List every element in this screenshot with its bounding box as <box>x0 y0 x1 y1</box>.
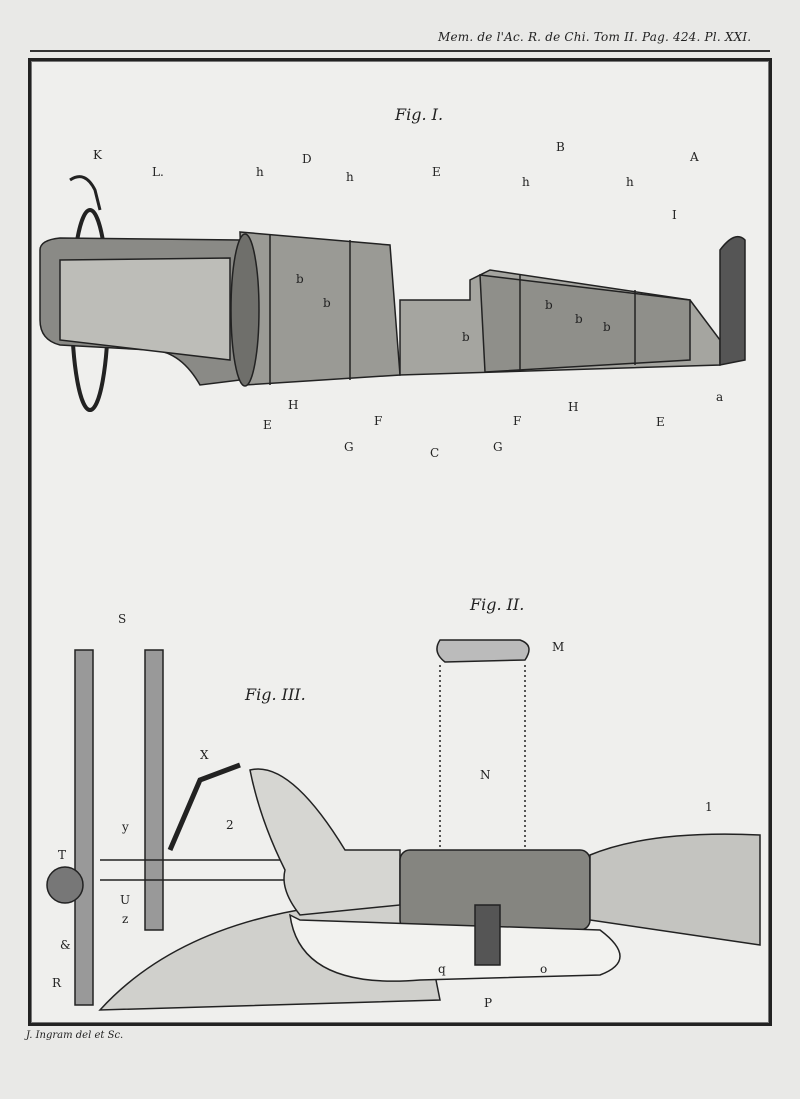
fig1-title: Fig. I. <box>395 105 444 124</box>
fig3-label: X <box>200 748 209 762</box>
fig1-label: D <box>302 152 312 166</box>
fig2-label: N <box>480 768 491 782</box>
fig2-bone <box>436 639 530 860</box>
fig3-label: 2 <box>226 818 234 832</box>
fig3-label: 1 <box>705 800 713 814</box>
fig2-title: Fig. II. <box>470 595 525 614</box>
fig3-label: R <box>52 976 62 990</box>
fig1-label: E <box>432 165 441 179</box>
fig1-label: h <box>626 175 634 189</box>
fig1-label: F <box>374 414 383 428</box>
fig1-label: B <box>556 140 565 154</box>
header-rule <box>30 50 770 52</box>
fig1-label: H <box>288 398 299 412</box>
fig1-label: b <box>545 298 553 312</box>
fig1-label: b <box>603 320 611 334</box>
fig1-label: b <box>296 272 304 286</box>
fig1-label: b <box>462 330 470 344</box>
fig3-label: o <box>540 962 548 976</box>
fig1-label: G <box>344 440 354 454</box>
fig1-label: b <box>575 312 583 326</box>
fig1-label: F <box>513 414 522 428</box>
fig3-label: q <box>438 962 446 976</box>
fig3-label: z <box>122 912 129 926</box>
fig1-label: H <box>568 400 579 414</box>
fig3-label: T <box>58 848 67 862</box>
engraver-signature: J. Ingram del et Sc. <box>26 1030 124 1041</box>
fig1-label: h <box>256 165 264 179</box>
fig1-label: L. <box>152 165 164 179</box>
fig2-label: M <box>552 640 565 654</box>
fig1-label: E <box>263 418 272 432</box>
plate-header: Mem. de l'Ac. R. de Chi. Tom II. Pag. 42… <box>438 30 752 44</box>
fig1-label: E <box>656 415 665 429</box>
fig1-label: h <box>522 175 530 189</box>
fig3-apparatus <box>46 649 761 1011</box>
fig1-label: C <box>430 446 440 460</box>
fig3-label: y <box>122 820 129 834</box>
fig1-label: K <box>93 148 102 162</box>
fig1-label: h <box>346 170 354 184</box>
fig3-label: U <box>120 893 131 907</box>
fig1-label: G <box>493 440 503 454</box>
fig1-label: A <box>690 150 699 164</box>
fig3-label: & <box>60 938 71 952</box>
fig1-label: a <box>716 390 724 404</box>
fig3-label: S <box>118 612 127 626</box>
fig1-label: b <box>323 296 331 310</box>
fig1-label: I <box>672 208 677 222</box>
fig1-leg-splint <box>39 175 746 412</box>
fig3-label: P <box>484 996 493 1010</box>
fig3-title: Fig. III. <box>245 685 306 704</box>
